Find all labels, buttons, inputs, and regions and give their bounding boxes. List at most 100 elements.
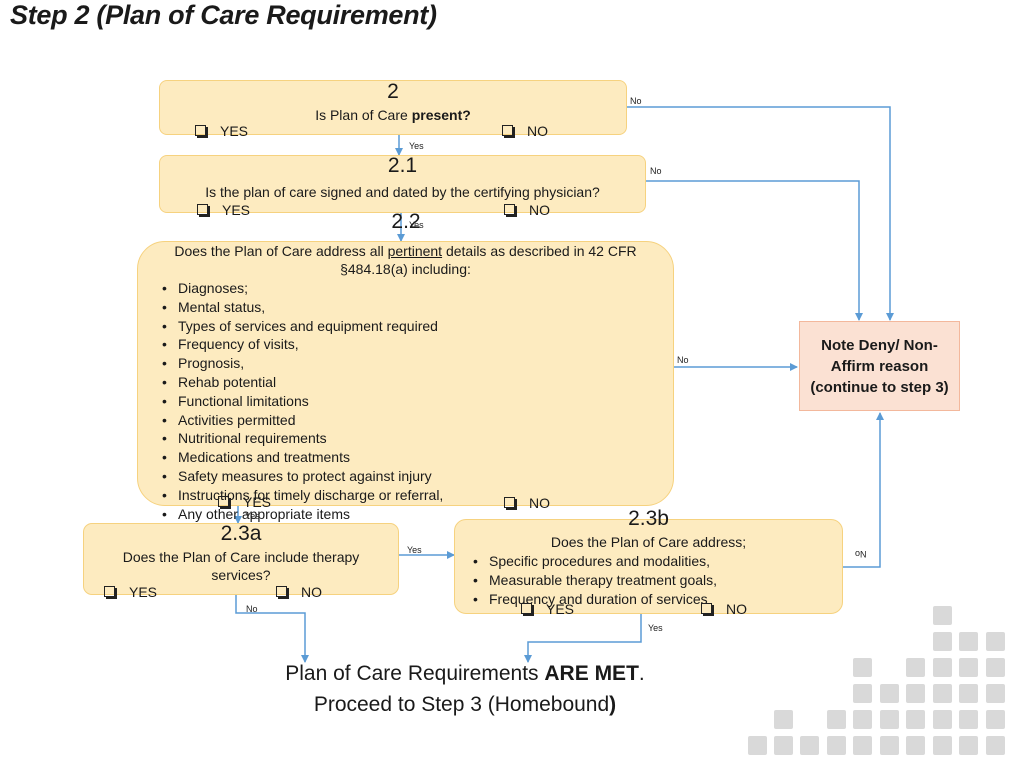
outcome-text-bold: ARE MET [544,662,639,685]
list-item: Specific procedures and modalities, [469,552,717,571]
list-item: Rehab potential [158,373,443,392]
edge-label-yes: Yes [409,141,424,151]
arrow-23b-no [843,412,884,568]
checkbox-icon[interactable] [276,586,287,597]
decorative-square [986,710,1005,729]
decorative-square [933,684,952,703]
checkbox-icon[interactable] [521,603,532,614]
decorative-square [933,710,952,729]
decorative-square [986,658,1005,677]
no-option[interactable]: NO [701,601,747,617]
yes-option[interactable]: YES [104,584,157,600]
edge-label-no: No [650,166,662,176]
list-item: Frequency and duration of services [469,590,717,609]
question-text: Does the Plan of Care address; [550,534,747,550]
checkbox-icon[interactable] [701,603,712,614]
decorative-square [959,632,978,651]
no-option[interactable]: NO [502,123,548,139]
decorative-square [906,710,925,729]
step-number: 2.3b [628,507,669,530]
question-text: Does the Plan of Care include therapy se… [84,548,398,584]
question-text-bold: present? [411,107,471,123]
decorative-square [827,710,846,729]
page-title: Step 2 (Plan of Care Requirement) [10,0,437,30]
outcome-text: Plan of Care Requirements ARE MET. Proce… [240,658,690,720]
list-item: Measurable therapy treatment goals, [469,571,717,590]
decorative-square [933,736,952,755]
list-item: Frequency of visits, [158,335,443,354]
list-item: Medications and treatments [158,448,443,467]
no-option[interactable]: NO [276,584,322,600]
arrow-23a-no [235,595,309,663]
note-text: Note Deny/ Non- [821,336,938,354]
yes-option[interactable]: YES [195,123,248,139]
outcome-text-part: . [638,662,645,685]
list-item: Nutritional requirements [158,429,443,448]
decorative-square [906,658,925,677]
checkbox-icon[interactable] [218,496,229,507]
list-item: Prognosis, [158,354,443,373]
decorative-square [959,736,978,755]
arrow-21-no [645,180,863,321]
yes-label: YES [129,584,158,600]
list-item: Activities permitted [158,411,443,430]
decorative-square [800,736,819,755]
decorative-square [853,736,872,755]
decorative-square [880,710,899,729]
list-item: Any other appropriate items [158,505,443,524]
note-text: Affirm reason [830,357,929,375]
decorative-square [933,632,952,651]
no-label: NO [301,584,322,600]
decorative-square [959,658,978,677]
question-text: Is the plan of care signed and dated by … [205,184,600,200]
question-text-underlined: pertinent [387,243,443,259]
no-label: NO [726,601,747,617]
checkbox-icon[interactable] [197,204,208,215]
question-text-part: Is Plan of Care [315,107,412,123]
edge-label-yes: Yes [407,545,422,555]
decorative-square [853,658,872,677]
deny-note-box: Note Deny/ Non- Affirm reason (continue … [799,321,960,411]
decorative-square [933,606,952,625]
checkbox-icon[interactable] [502,125,513,136]
no-option[interactable]: NO [504,495,550,511]
decorative-square [986,736,1005,755]
no-label: NO [529,495,550,511]
question-text-part: Does the Plan of Care address all [174,243,388,259]
checkbox-icon[interactable] [504,497,515,508]
decorative-square [748,736,767,755]
edge-label-yes: Yes [648,623,663,633]
decorative-square [827,736,846,755]
decorative-square [959,684,978,703]
edge-label-no: No [246,604,258,614]
decision-box-2-1: 2.1 Is the plan of care signed and dated… [159,154,646,218]
arrow-23b-yes [524,614,642,663]
checkbox-icon[interactable] [195,125,206,136]
edge-label-yes: Yes [409,220,424,230]
step-number-2-2: 2.2 [391,210,421,233]
decorative-square [986,684,1005,703]
no-option[interactable]: NO [504,202,550,218]
checkbox-icon[interactable] [104,586,115,597]
edge-label-no: No [855,549,867,559]
decorative-square [986,632,1005,651]
decorative-square [906,736,925,755]
decorative-square [906,684,925,703]
edge-label-no: No [630,96,642,106]
step-number: 2.3a [220,522,262,545]
no-label: NO [527,123,548,139]
decorative-square [853,710,872,729]
decision-box-2-3a: 2.3a Does the Plan of Care include thera… [83,522,399,600]
decision-box-2: 2 Is Plan of Care present? YES NO [159,80,627,139]
list-item: Safety measures to protect against injur… [158,467,443,486]
question-text: Does the Plan of Care address all pertin… [138,242,673,278]
no-label: NO [529,202,550,218]
yes-option-2-2[interactable]: YES [218,494,271,510]
list-item: Types of services and equipment required [158,317,443,336]
yes-label: YES [220,123,249,139]
yes-option[interactable]: YES [197,202,250,218]
list-item: Mental status, [158,298,443,317]
yes-option[interactable]: YES [521,601,574,617]
decorative-square [933,658,952,677]
checkbox-icon[interactable] [504,204,515,215]
